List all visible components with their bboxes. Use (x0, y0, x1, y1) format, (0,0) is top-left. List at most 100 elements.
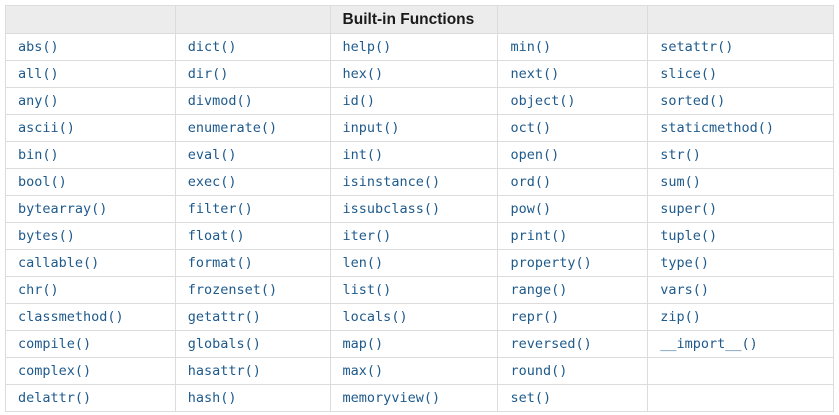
function-link[interactable]: repr() (510, 309, 560, 325)
function-link[interactable]: int() (342, 147, 384, 163)
table-cell: open() (497, 141, 649, 169)
function-link[interactable]: getattr() (187, 309, 261, 325)
table-cell: super() (647, 195, 834, 223)
table-cell: vars() (647, 276, 834, 304)
function-link[interactable]: eval() (187, 147, 237, 163)
table-cell: complex() (5, 357, 176, 385)
function-link[interactable]: list() (342, 282, 392, 298)
function-link[interactable]: isinstance() (342, 174, 441, 190)
function-link[interactable]: bytearray() (18, 201, 108, 217)
function-link[interactable]: hasattr() (187, 363, 261, 379)
function-link[interactable]: id() (342, 93, 376, 109)
function-link[interactable]: bool() (18, 174, 67, 190)
table-cell: pow() (497, 195, 649, 223)
table-cell: sum() (647, 168, 834, 196)
table-row: chr() frozenset() list() range() vars() (5, 276, 834, 304)
function-link[interactable]: frozenset() (187, 282, 278, 298)
function-link[interactable]: ascii() (18, 120, 75, 136)
table-cell: dict() (174, 33, 331, 61)
function-link[interactable]: set() (510, 390, 552, 406)
function-link[interactable]: sum() (660, 174, 701, 190)
table-cell: dir() (174, 60, 331, 88)
function-link[interactable]: type() (660, 255, 710, 271)
table-cell: staticmethod() (647, 114, 834, 142)
table-cell: oct() (497, 114, 649, 142)
function-link[interactable]: bytes() (18, 228, 75, 244)
table-row: ascii() enumerate() input() oct() static… (5, 114, 834, 142)
function-link[interactable]: round() (510, 363, 568, 379)
function-link[interactable]: delattr() (18, 390, 92, 406)
table-cell: eval() (174, 141, 331, 169)
function-link[interactable]: vars() (660, 282, 710, 298)
function-link[interactable]: globals() (187, 336, 261, 352)
function-link[interactable]: dir() (187, 66, 229, 82)
function-link[interactable]: min() (510, 39, 552, 55)
function-link[interactable]: zip() (660, 309, 701, 325)
empty-cell (647, 357, 834, 385)
function-link[interactable]: len() (342, 255, 384, 271)
function-link[interactable]: any() (18, 93, 59, 109)
table-cell: locals() (329, 303, 499, 331)
function-link[interactable]: print() (510, 228, 568, 244)
function-link[interactable]: pow() (510, 201, 552, 217)
function-link[interactable]: callable() (18, 255, 100, 271)
table-cell: __import__() (647, 330, 834, 358)
function-link[interactable]: enumerate() (187, 120, 278, 136)
function-link[interactable]: slice() (660, 66, 718, 82)
function-link[interactable]: __import__() (660, 336, 758, 352)
function-link[interactable]: locals() (342, 309, 408, 325)
table-cell: any() (5, 87, 176, 115)
function-link[interactable]: staticmethod() (660, 120, 775, 136)
function-link[interactable]: ord() (510, 174, 552, 190)
function-link[interactable]: float() (187, 228, 245, 244)
function-link[interactable]: exec() (187, 174, 237, 190)
table-cell: hasattr() (174, 357, 331, 385)
table-cell: type() (647, 249, 834, 277)
function-link[interactable]: max() (342, 363, 384, 379)
function-link[interactable]: compile() (18, 336, 92, 352)
table-cell: set() (497, 384, 649, 412)
table-cell: max() (329, 357, 499, 385)
table-header-cell (647, 5, 834, 34)
function-link[interactable]: object() (510, 93, 576, 109)
function-link[interactable]: abs() (18, 39, 59, 55)
table-cell: issubclass() (329, 195, 499, 223)
function-link[interactable]: format() (187, 255, 253, 271)
function-link[interactable]: hash() (187, 390, 237, 406)
empty-cell (647, 384, 834, 412)
function-link[interactable]: property() (510, 255, 592, 271)
table-cell: str() (647, 141, 834, 169)
function-link[interactable]: range() (510, 282, 568, 298)
function-link[interactable]: all() (18, 66, 59, 82)
function-link[interactable]: oct() (510, 120, 552, 136)
function-link[interactable]: reversed() (510, 336, 592, 352)
table-row: bytes() float() iter() print() tuple() (5, 222, 834, 250)
function-link[interactable]: dict() (187, 39, 237, 55)
function-link[interactable]: memoryview() (342, 390, 441, 406)
function-link[interactable]: iter() (342, 228, 392, 244)
function-link[interactable]: super() (660, 201, 718, 217)
table-cell: next() (497, 60, 649, 88)
function-link[interactable]: filter() (187, 201, 253, 217)
function-link[interactable]: map() (342, 336, 384, 352)
function-link[interactable]: bin() (18, 147, 59, 163)
function-link[interactable]: str() (660, 147, 701, 163)
function-link[interactable]: input() (342, 120, 400, 136)
function-link[interactable]: divmod() (187, 93, 253, 109)
function-link[interactable]: help() (342, 39, 392, 55)
function-link[interactable]: next() (510, 66, 560, 82)
function-link[interactable]: tuple() (660, 228, 718, 244)
function-link[interactable]: complex() (18, 363, 92, 379)
table-cell: ord() (497, 168, 649, 196)
function-link[interactable]: open() (510, 147, 560, 163)
table-cell: hash() (174, 384, 331, 412)
table-row: compile() globals() map() reversed() __i… (5, 330, 834, 358)
function-link[interactable]: sorted() (660, 93, 726, 109)
function-link[interactable]: chr() (18, 282, 59, 298)
function-link[interactable]: hex() (342, 66, 384, 82)
function-link[interactable]: issubclass() (342, 201, 441, 217)
builtin-functions-table: Built-in Functions abs() dict() help() m… (5, 5, 834, 412)
function-link[interactable]: classmethod() (18, 309, 124, 325)
table-cell: int() (329, 141, 499, 169)
function-link[interactable]: setattr() (660, 39, 734, 55)
